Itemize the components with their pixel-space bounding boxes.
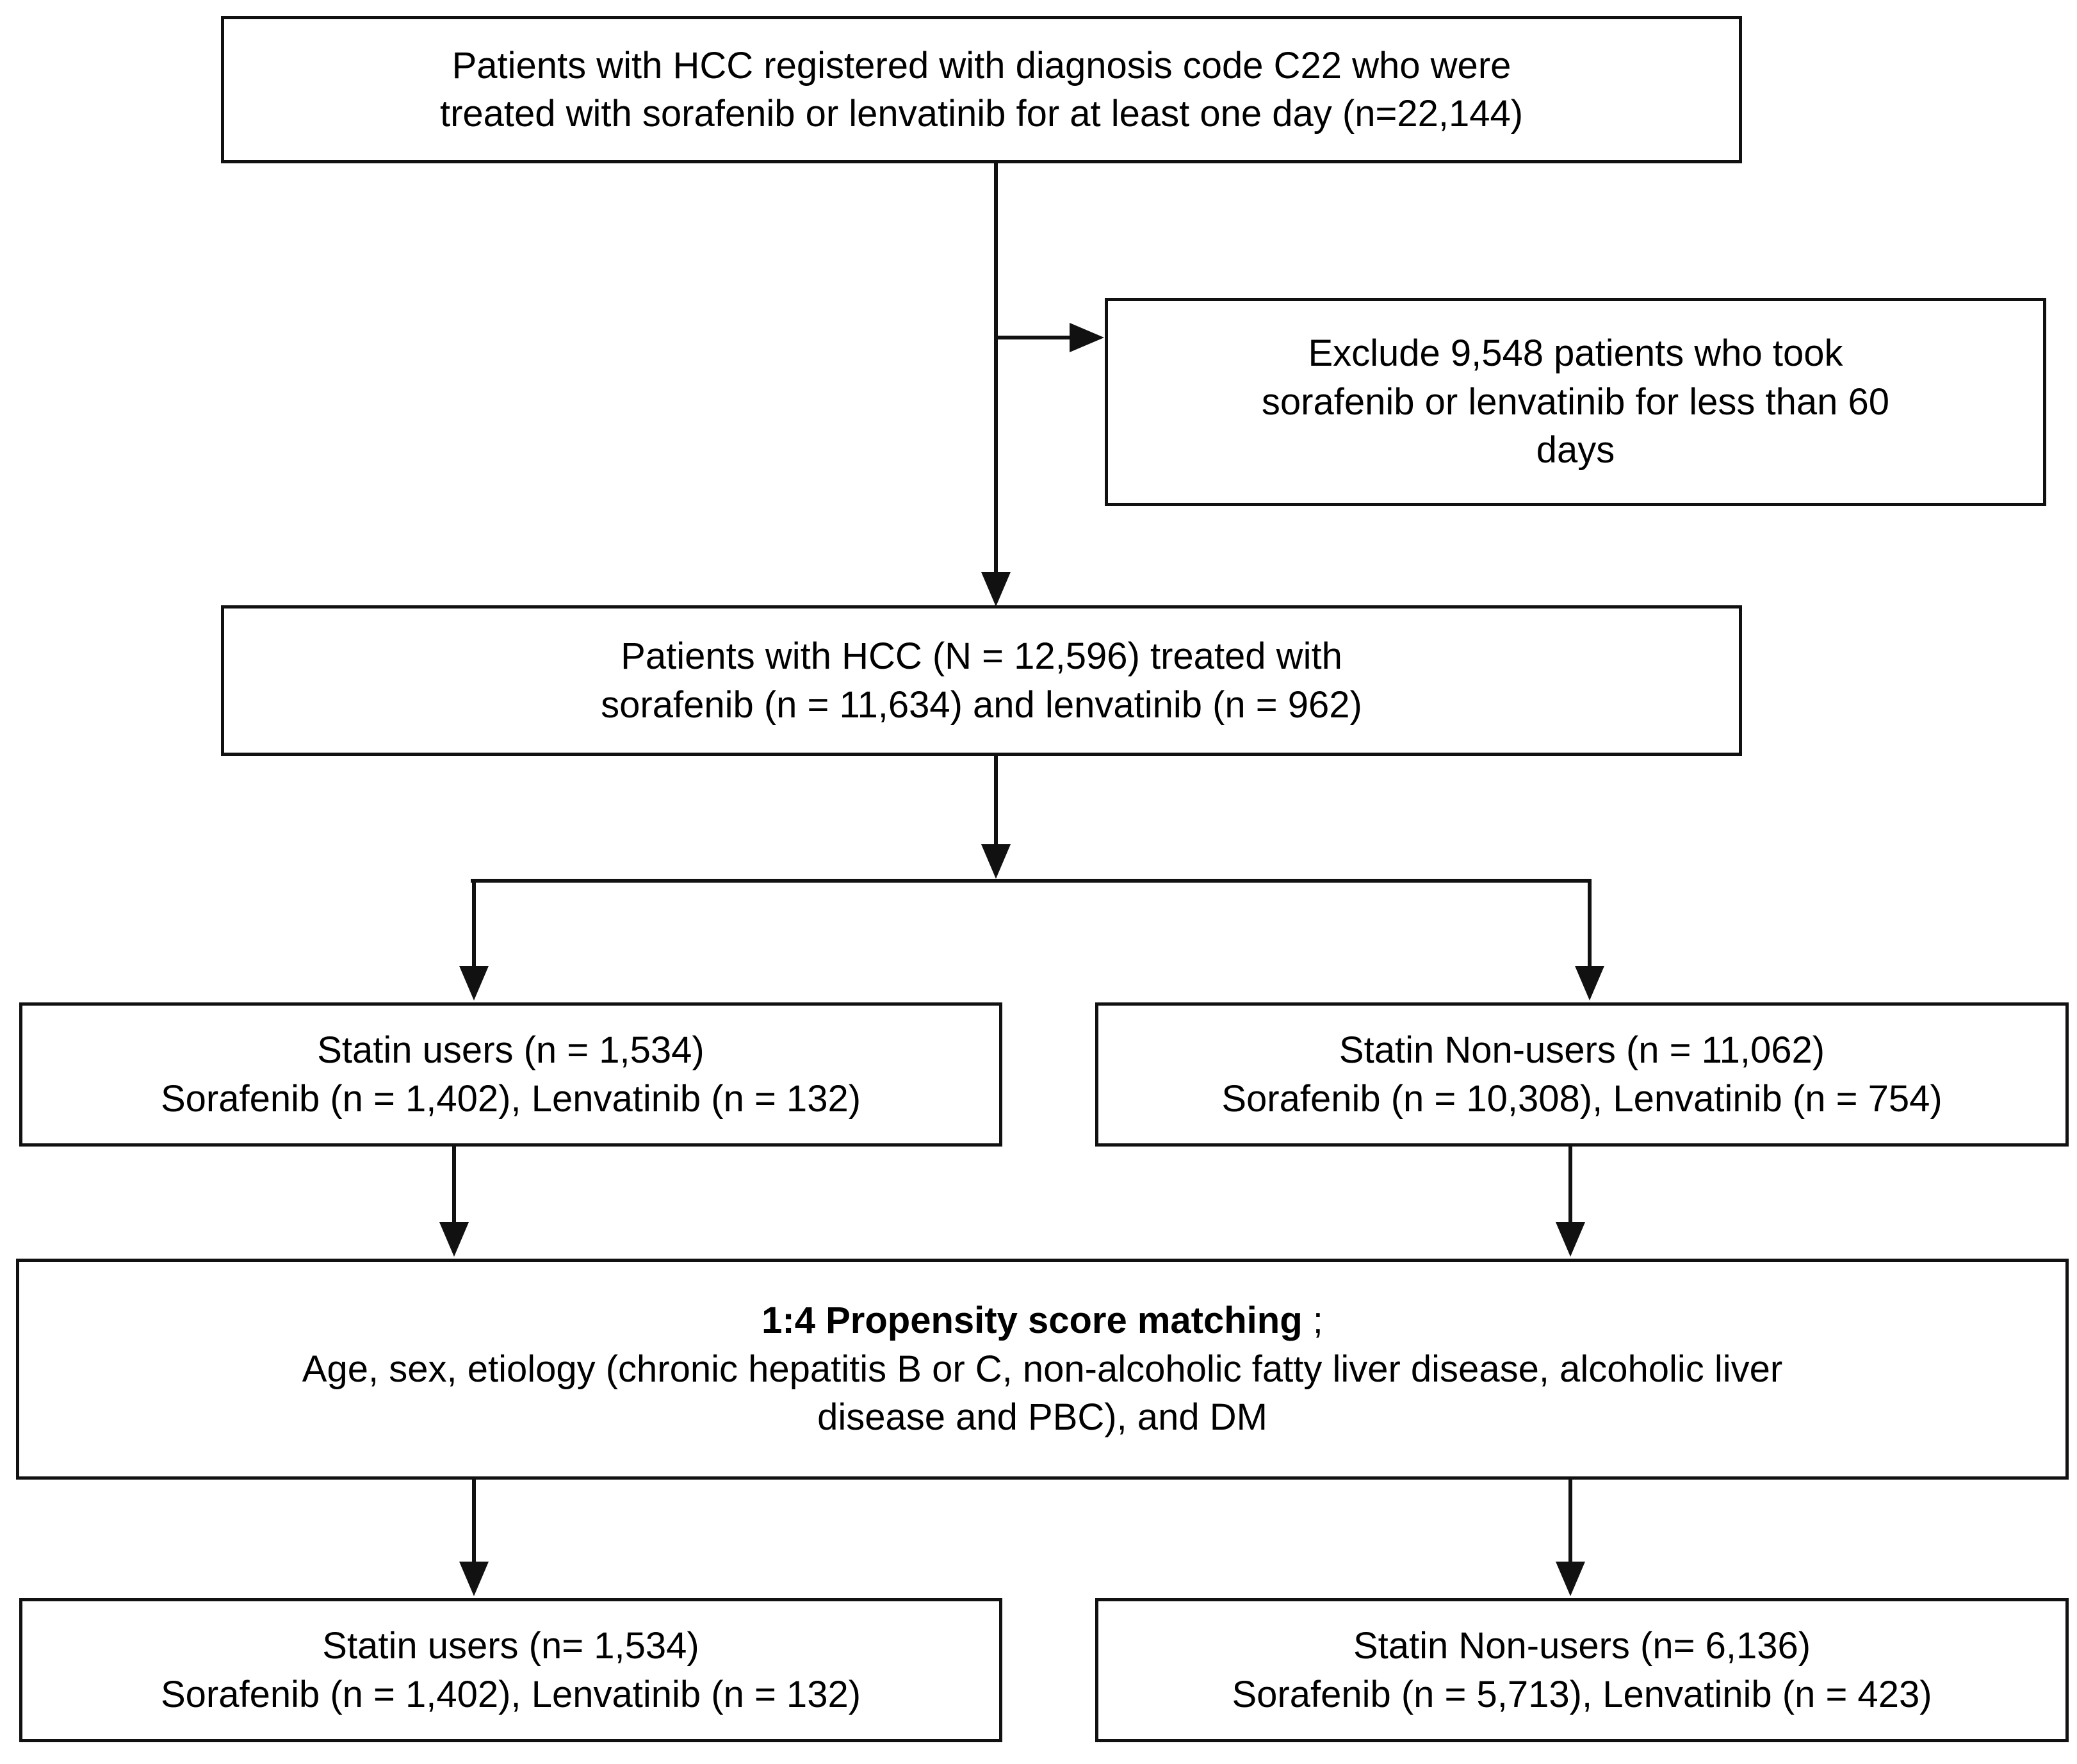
connector-users-pre-to-psm [452,1147,456,1223]
psm-line-3: disease and PBC), and DM [817,1396,1267,1439]
statin-nonusers-post-line-2: Sorafenib (n = 5,713), Lenvatinib (n = 4… [1232,1673,1932,1715]
node-statin-nonusers-post: Statin Non-users (n= 6,136) Sorafenib (n… [1095,1598,2069,1742]
arrowhead-to-exclusion [1070,323,1104,352]
node-cohort-included: Patients with HCC (N = 12,596) treated w… [221,605,1742,756]
exclusion-line-2: sorafenib or lenvatinib for less than 60 [1261,380,1890,423]
node-statin-users-pre: Statin users (n = 1,534) Sorafenib (n = … [19,1002,1002,1147]
node-statin-users-post: Statin users (n= 1,534) Sorafenib (n = 1… [19,1598,1002,1742]
node-cohort-registered: Patients with HCC registered with diagno… [221,16,1742,163]
arrowhead-split-stem [981,844,1011,879]
connector-psm-to-nonusers-post [1568,1480,1572,1563]
exclusion-line-3: days [1536,429,1615,471]
cohort-registered-line-1: Patients with HCC registered with diagno… [452,44,1511,86]
statin-users-pre-line-1: Statin users (n = 1,534) [317,1029,705,1072]
statin-nonusers-post-line-1: Statin Non-users (n= 6,136) [1353,1625,1811,1667]
connector-to-exclusion [994,336,1071,339]
exclusion-line-1: Exclude 9,548 patients who took [1308,332,1843,375]
statin-nonusers-pre-line-1: Statin Non-users (n = 11,062) [1339,1029,1825,1072]
arrowhead-to-statin-users-pre [459,966,489,1000]
connector-nonusers-pre-to-psm [1568,1147,1572,1223]
statin-users-post-line-2: Sorafenib (n = 1,402), Lenvatinib (n = 1… [160,1673,861,1715]
node-exclusion: Exclude 9,548 patients who took sorafeni… [1105,298,2046,506]
psm-headline-tail: ; [1302,1300,1323,1342]
connector-split-stem [994,756,998,845]
arrowhead-to-cohort-included [981,572,1011,607]
psm-headline-bold: 1:4 Propensity score matching [762,1300,1303,1342]
statin-nonusers-pre-line-2: Sorafenib (n = 10,308), Lenvatinib (n = … [1221,1077,1943,1120]
connector-trunk-main [994,163,998,573]
arrowhead-psm-to-nonusers-post [1556,1562,1585,1596]
arrowhead-psm-to-users-post [459,1562,489,1596]
connector-psm-to-users-post [472,1480,476,1563]
arrowhead-to-statin-nonusers-pre [1575,966,1604,1000]
psm-line-2: Age, sex, etiology (chronic hepatitis B … [302,1348,1783,1390]
arrowhead-users-pre-to-psm [439,1222,469,1257]
statin-users-pre-line-2: Sorafenib (n = 1,402), Lenvatinib (n = 1… [160,1077,861,1120]
node-statin-nonusers-pre: Statin Non-users (n = 11,062) Sorafenib … [1095,1002,2069,1147]
cohort-included-line-2: sorafenib (n = 11,634) and lenvatinib (n… [601,683,1362,726]
node-propensity-score-matching: 1:4 Propensity score matching ; Age, sex… [16,1259,2069,1480]
cohort-included-line-1: Patients with HCC (N = 12,596) treated w… [621,635,1342,678]
psm-headline: 1:4 Propensity score matching ; [762,1296,1323,1344]
connector-split-right-drop [1588,879,1592,968]
connector-split-left-drop [472,879,476,968]
cohort-registered-line-2: treated with sorafenib or lenvatinib for… [439,93,1524,135]
connector-split-bar [471,879,1592,883]
arrowhead-nonusers-pre-to-psm [1556,1222,1585,1257]
statin-users-post-line-1: Statin users (n= 1,534) [322,1625,699,1667]
